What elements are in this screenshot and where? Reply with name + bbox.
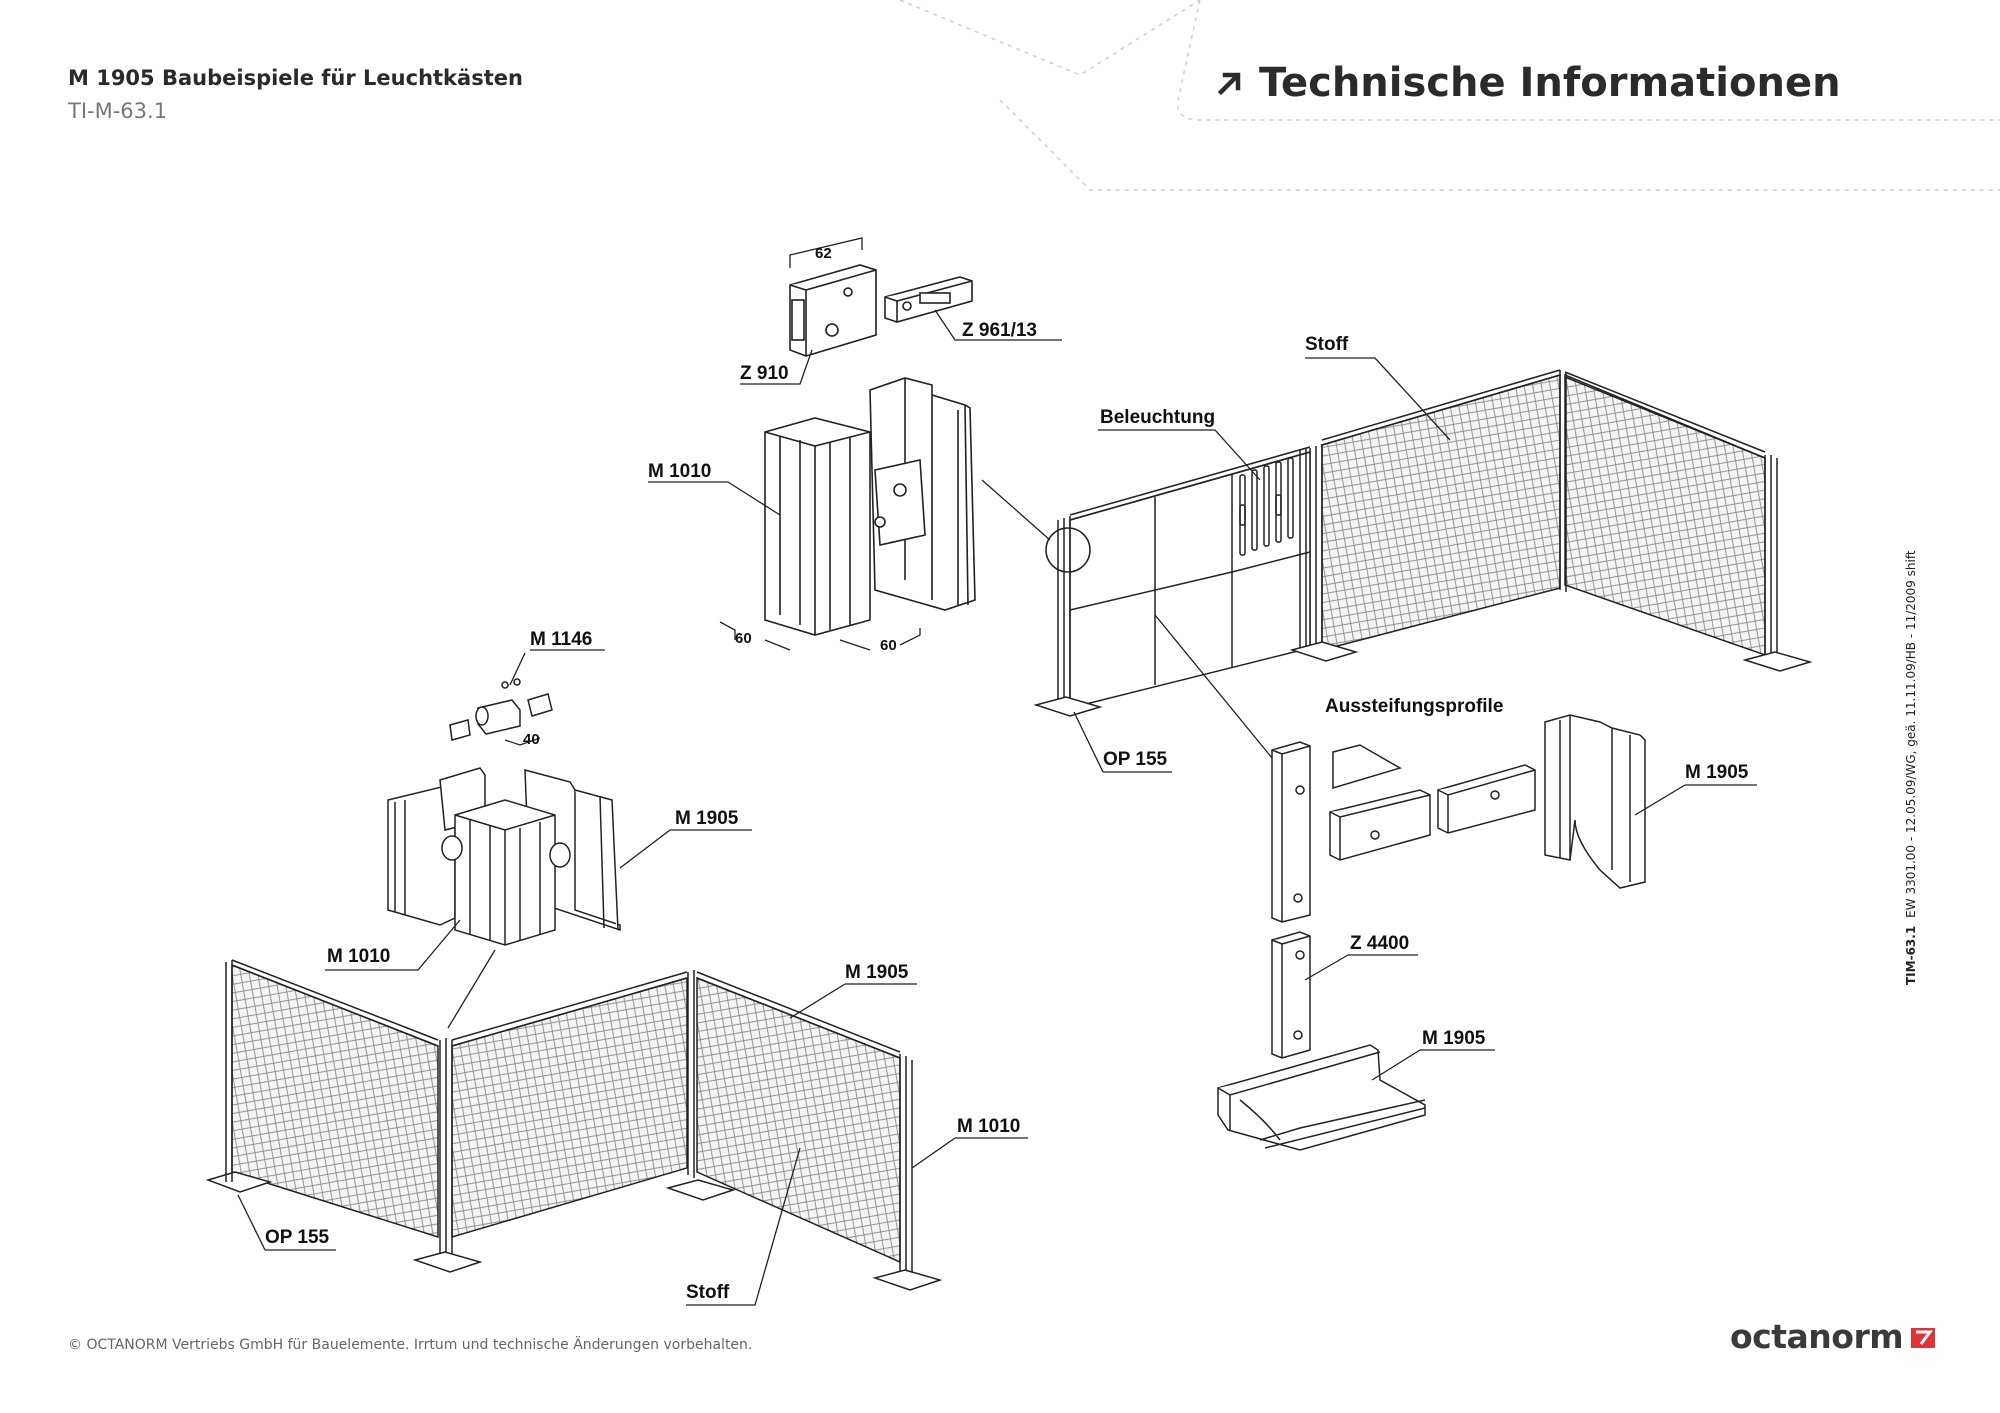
leader-m1905-right1	[1634, 784, 1757, 816]
dimension-40-label: 40	[523, 731, 540, 748]
leader-z910	[740, 349, 813, 385]
document-title: M 1905 Baubeispiele für Leuchtkästen	[68, 66, 523, 90]
stiffening-profiles-drawing	[1217, 714, 1646, 1151]
leader-z961	[934, 309, 1062, 341]
light-box-assembly	[1033, 369, 1813, 717]
label-z961: Z 961/13	[962, 320, 1037, 341]
arrow-up-right-icon	[1217, 72, 1241, 96]
label-stoff-top: Stoff	[1305, 334, 1349, 355]
leader-op155-right	[1073, 711, 1172, 773]
document-code: TI-M-63.1	[68, 99, 168, 123]
m1146-connector-drawing	[449, 678, 553, 741]
section-header: Technische Informationen	[1215, 60, 1841, 106]
label-m1010-bottom: M 1010	[957, 1116, 1020, 1137]
z961-clamp-drawing	[884, 276, 973, 323]
leader-m1010-top	[648, 481, 781, 516]
z910-connector-drawing	[789, 264, 877, 357]
dimension-60-marks	[719, 621, 921, 651]
side-note: TIM-63.1 EW 3301.00 - 12.05.09/WG, geä. 1…	[1904, 550, 1918, 985]
leader-m1905-bottom	[789, 983, 917, 1019]
label-aussteifung: Aussteifungsprofile	[1325, 696, 1503, 717]
fabric-wall-assembly-left	[205, 959, 943, 1291]
dimension-60a-label: 60	[735, 630, 752, 647]
leader-beleuchtung	[1098, 429, 1261, 481]
leader-op155-bottom	[237, 1194, 336, 1251]
brand-logo: octanorm	[1730, 1317, 1939, 1356]
dimension-60b-label: 60	[880, 637, 897, 654]
label-op155-right: OP 155	[1103, 749, 1168, 770]
m1010-star-assembly	[387, 767, 621, 946]
leader-lightbox-to-z4400	[1154, 614, 1273, 759]
label-z4400: Z 4400	[1350, 933, 1409, 954]
label-m1905-right2: M 1905	[1422, 1028, 1486, 1049]
leader-m1905-mid	[619, 829, 752, 869]
leader-stoff-bottom	[686, 1147, 801, 1306]
label-op155-bottom: OP 155	[265, 1227, 330, 1248]
label-m1146: M 1146	[530, 629, 592, 650]
copyright-footer: © OCTANORM Vertriebs GmbH für Bauelement…	[68, 1337, 753, 1353]
leader-m1146	[504, 649, 605, 746]
label-m1905-right1: M 1905	[1685, 762, 1749, 783]
side-note-code: TIM-63.1	[1904, 926, 1918, 985]
section-title: Technische Informationen	[1259, 60, 1841, 106]
background-dashed-lines	[899, 0, 2000, 191]
label-m1905-bottom: M 1905	[845, 962, 909, 983]
dimension-62-label: 62	[815, 245, 832, 262]
label-beleuchtung: Beleuchtung	[1100, 407, 1215, 428]
label-m1905-mid: M 1905	[675, 808, 739, 829]
leader-m1905-right2	[1371, 1049, 1495, 1081]
label-z910: Z 910	[740, 363, 789, 384]
label-m1010-top: M 1010	[648, 461, 711, 482]
svg-text:TIM-63.1EW 3301.00 - 12.05.09/: TIM-63.1 EW 3301.00 - 12.05.09/WG, geä. 1…	[1904, 550, 1918, 985]
leader-stoff-top	[1305, 357, 1451, 441]
label-m1010-mid: M 1010	[327, 946, 390, 967]
brand-name: octanorm	[1730, 1317, 1904, 1356]
leader-m1010-mid	[325, 919, 496, 1029]
side-note-text: EW 3301.00 - 12.05.09/WG, geä. 11.11.09/…	[1904, 550, 1918, 918]
leader-m1010-bottom	[911, 1137, 1028, 1169]
octanorm-logo-icon	[1911, 1327, 1936, 1348]
dimension-62	[789, 237, 863, 268]
m1010-post-assembly-top	[764, 377, 976, 636]
leader-z4400	[1304, 954, 1418, 981]
label-stoff-bottom: Stoff	[686, 1282, 730, 1303]
leader-circle-to-m1010	[981, 479, 1051, 541]
